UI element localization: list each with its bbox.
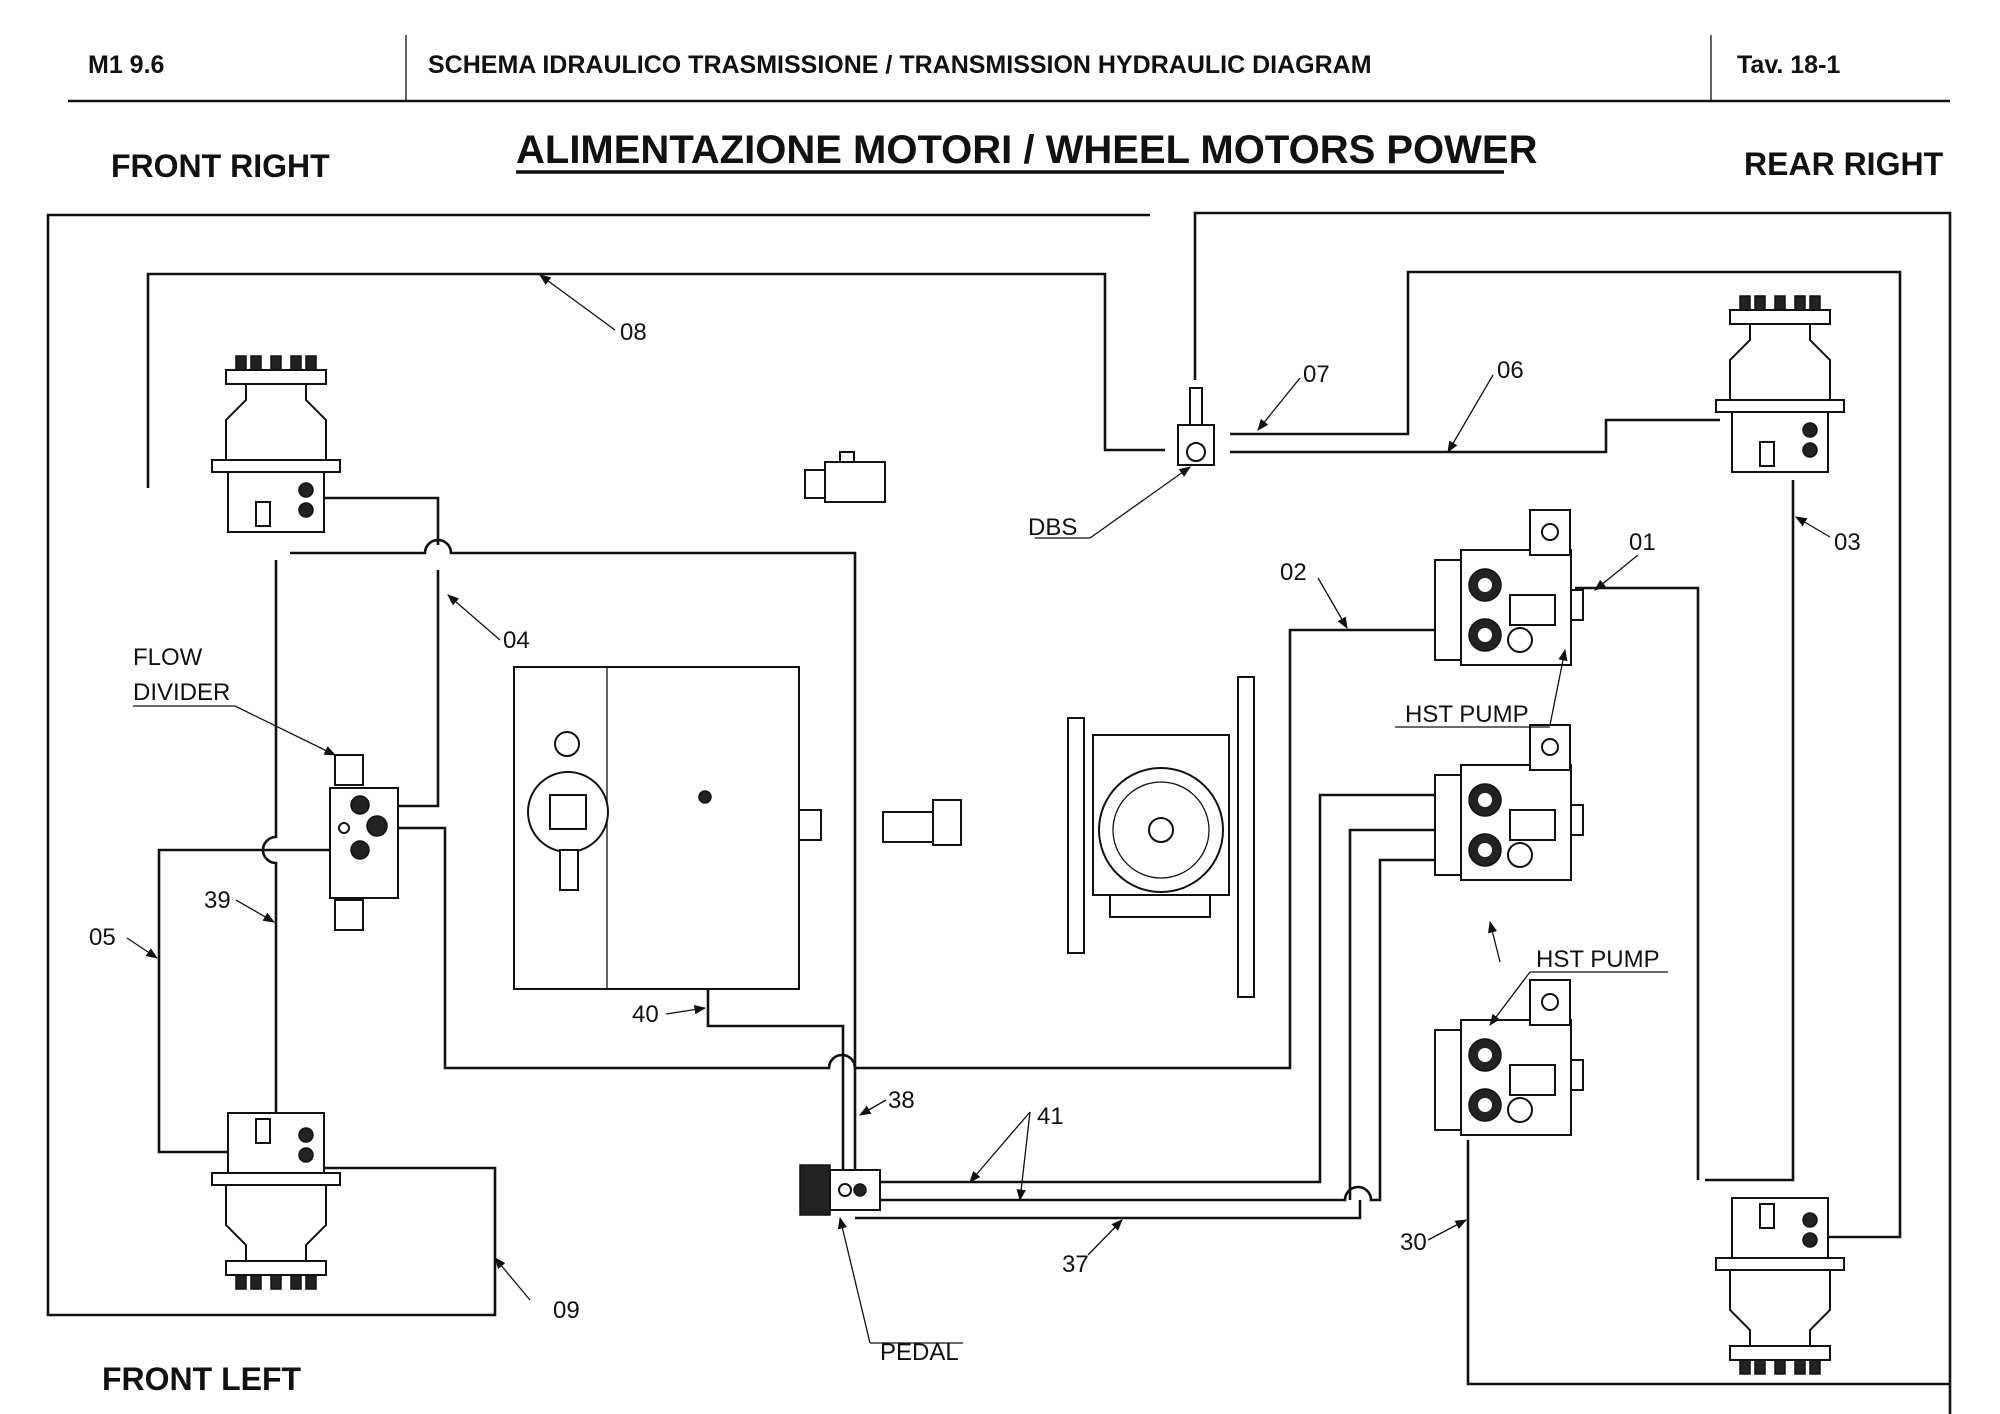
corner-label-front-left: FRONT LEFT bbox=[102, 1361, 302, 1397]
pipe-03 bbox=[1705, 480, 1795, 1182]
pipe-label-04: 04 bbox=[503, 627, 530, 654]
pedal-valve bbox=[799, 1164, 881, 1216]
wheel-motor-rear-left bbox=[1715, 1197, 1845, 1375]
pipe-label-41: 41 bbox=[1037, 1103, 1064, 1130]
wheel-motor-front-right bbox=[211, 355, 341, 533]
component-label-pedal: PEDAL bbox=[880, 1339, 959, 1366]
pipe-label-02: 02 bbox=[1280, 559, 1307, 586]
flow-divider-valve bbox=[329, 754, 399, 931]
pipe-08 bbox=[146, 272, 1165, 488]
pipe-label-40: 40 bbox=[632, 1001, 659, 1028]
model-code: M1 9.6 bbox=[88, 51, 164, 79]
pipe-label-37: 37 bbox=[1062, 1251, 1089, 1278]
component-label-flow: FLOW bbox=[133, 644, 203, 671]
pipe-label-07: 07 bbox=[1303, 361, 1330, 388]
pipe-41a bbox=[880, 793, 1450, 1184]
pipe-37 bbox=[855, 1200, 1362, 1220]
diagram-title: ALIMENTAZIONE MOTORI / WHEEL MOTORS POWE… bbox=[516, 128, 1538, 172]
pipe-top-right-loop bbox=[1193, 211, 1952, 1414]
pipe-05 bbox=[157, 848, 360, 1154]
pipe-01 bbox=[1575, 586, 1700, 1180]
pipe-label-38: 38 bbox=[888, 1087, 915, 1114]
pipe-41b bbox=[880, 828, 1450, 1202]
pipe-label-08: 08 bbox=[620, 319, 647, 346]
leaders bbox=[126, 274, 1831, 1344]
pipe-label-05: 05 bbox=[89, 924, 116, 951]
wheel-motor-rear-right bbox=[1715, 295, 1845, 473]
pipe-label-01: 01 bbox=[1629, 529, 1656, 556]
dbs-valve bbox=[1177, 387, 1215, 466]
hst-pump-1 bbox=[1434, 509, 1584, 666]
title-block: M1 9.6 SCHEMA IDRAULICO TRASMISSIONE / T… bbox=[68, 35, 1950, 103]
pipe-label-30: 30 bbox=[1400, 1229, 1427, 1256]
pipe-label-09: 09 bbox=[553, 1297, 580, 1324]
hst-pump-2 bbox=[1434, 724, 1584, 881]
sheet-number: Tav. 18-1 bbox=[1737, 51, 1840, 79]
pipe-label-06: 06 bbox=[1497, 357, 1524, 384]
hst-pump-3 bbox=[1434, 979, 1584, 1136]
labels: 08 04 07 06 03 DBS 01 02 HST PUMP HST PU… bbox=[89, 319, 1861, 1366]
corner-label-rear-right: REAR RIGHT bbox=[1744, 146, 1944, 182]
solenoid-valve bbox=[804, 451, 886, 503]
wheel-motor-front-left bbox=[211, 1112, 341, 1290]
pipe-label-39: 39 bbox=[204, 887, 231, 914]
pipes bbox=[46, 211, 1952, 1414]
document-title: SCHEMA IDRAULICO TRASMISSIONE / TRANSMIS… bbox=[428, 51, 1372, 79]
pipe-07 bbox=[1230, 270, 1902, 1239]
pipe-06 bbox=[1230, 418, 1720, 454]
component-label-divider: DIVIDER bbox=[133, 679, 230, 706]
pipe-main-return bbox=[290, 538, 857, 1053]
hydraulic-tank bbox=[513, 666, 822, 990]
pipe-39 bbox=[261, 560, 278, 1115]
component-label-hst-pump-2: HST PUMP bbox=[1536, 946, 1660, 973]
corner-label-front-right: FRONT RIGHT bbox=[111, 148, 330, 184]
component-label-dbs: DBS bbox=[1028, 514, 1077, 541]
component-label-hst-pump-1: HST PUMP bbox=[1405, 701, 1529, 728]
pipe-label-03: 03 bbox=[1834, 529, 1861, 556]
pipe-30 bbox=[1466, 1140, 1950, 1386]
oil-cooler-fan bbox=[1067, 676, 1255, 998]
filter-valve bbox=[882, 799, 962, 846]
pipe-outer-loop bbox=[46, 213, 1150, 1317]
pipe-04 bbox=[294, 496, 440, 808]
